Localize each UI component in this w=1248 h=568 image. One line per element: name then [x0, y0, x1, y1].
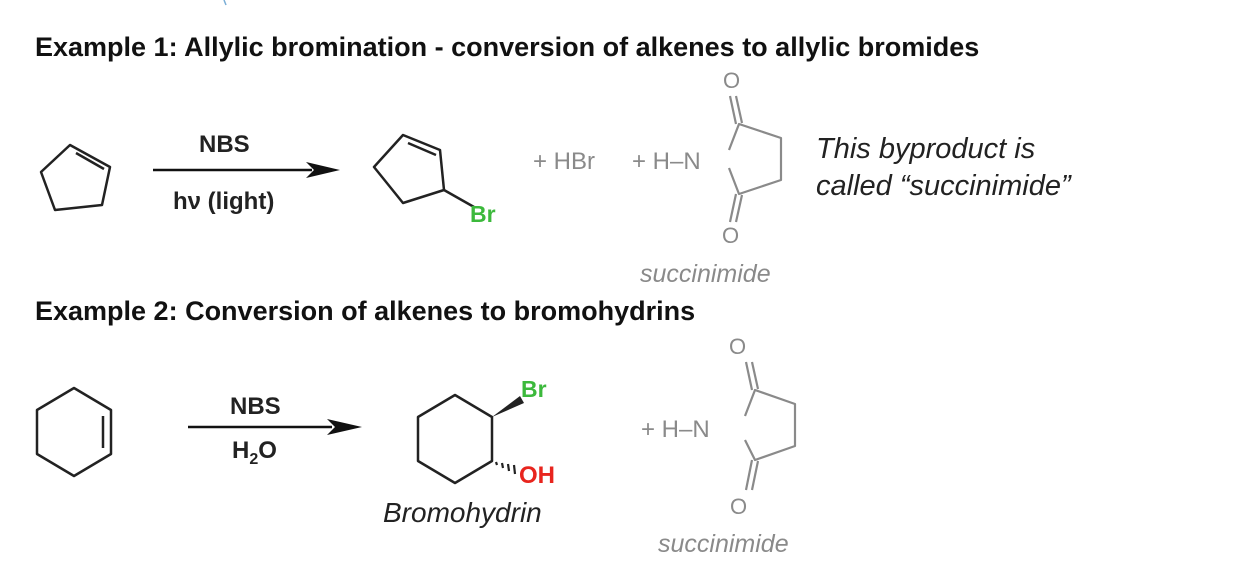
byproduct-note-line-2: called “succinimide”	[816, 170, 1071, 202]
byproduct-note-line-1: This byproduct is	[816, 133, 1036, 165]
carbonyl-oxygen-bottom-1: O	[722, 223, 740, 248]
carbonyl-oxygen-top-2: O	[729, 334, 747, 359]
succinimide-structure-2	[743, 361, 797, 491]
reagent-nbs-2: NBS	[230, 393, 281, 420]
reagent-light: hν (light)	[173, 188, 275, 215]
reaction-arrow-2	[188, 419, 362, 435]
example-1-heading: Example 1: Allylic bromination - convers…	[35, 32, 980, 62]
bromocyclopentene	[372, 133, 475, 209]
hydroxyl-group: OH	[519, 462, 555, 489]
example-2-heading: Example 2: Conversion of alkenes to brom…	[35, 296, 696, 326]
bromohydrin-structure	[416, 393, 494, 485]
hash-bond	[494, 461, 517, 475]
bromine-atom-2: Br	[521, 376, 547, 402]
succinimide-caption-1: succinimide	[640, 260, 771, 288]
succinimide-structure-1	[727, 95, 783, 223]
reagent-nbs-1: NBS	[199, 131, 250, 158]
wedge-bond	[492, 396, 524, 417]
byproduct-succinimide-nh-1: + H–N	[632, 148, 701, 175]
reagent-water: H2O	[232, 437, 277, 468]
cyclohexene	[35, 386, 113, 478]
reaction-arrow-1	[153, 162, 340, 178]
byproduct-succinimide-nh-2: + H–N	[641, 416, 710, 443]
succinimide-caption-2: succinimide	[658, 530, 789, 558]
top-edge-mark	[223, 0, 227, 6]
byproduct-hbr: + HBr	[533, 148, 596, 175]
cyclopentene	[39, 143, 112, 212]
carbonyl-oxygen-bottom-2: O	[730, 494, 748, 519]
bromohydrin-caption: Bromohydrin	[383, 497, 542, 528]
carbonyl-oxygen-top-1: O	[723, 68, 741, 93]
bromine-atom-1: Br	[470, 201, 496, 227]
